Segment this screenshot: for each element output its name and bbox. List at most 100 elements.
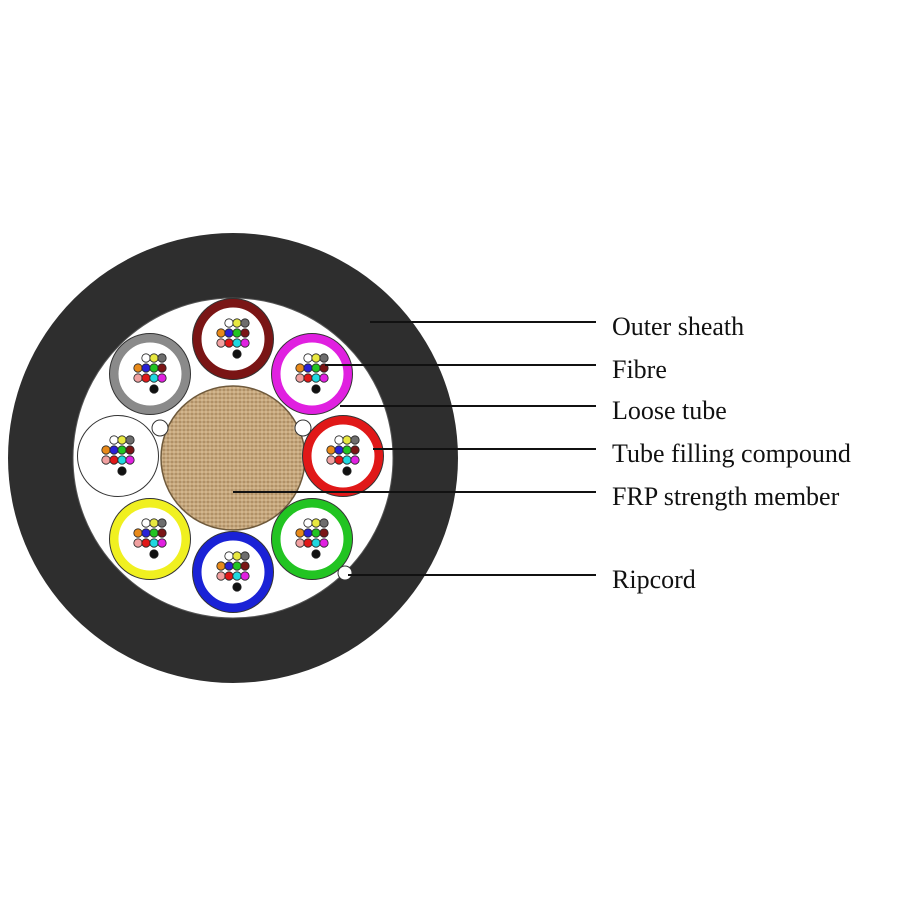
loose-tube-outline: [109, 498, 191, 580]
fibre: [109, 435, 119, 445]
fibre: [149, 538, 159, 548]
fibre: [149, 384, 159, 394]
fibre: [149, 518, 159, 528]
fibre: [311, 549, 321, 559]
loose-tube: [109, 498, 191, 580]
label-fibre: Fibre: [612, 355, 667, 384]
label-ripcord: Ripcord: [612, 565, 696, 594]
fibre: [303, 363, 313, 373]
fibre: [216, 561, 226, 571]
fibre: [232, 571, 242, 581]
loose-tube-ring: [271, 333, 353, 415]
fibre: [326, 445, 336, 455]
loose-tube-ring: [77, 415, 159, 497]
loose-tube: [271, 498, 353, 580]
fibre: [109, 445, 119, 455]
loose-tube: [192, 298, 274, 380]
fibre: [157, 528, 167, 538]
fibre: [350, 445, 360, 455]
fibre: [141, 363, 151, 373]
fibre: [149, 528, 159, 538]
fibre: [303, 528, 313, 538]
fibre: [149, 353, 159, 363]
fibre: [295, 363, 305, 373]
fibre: [133, 363, 143, 373]
fibre: [334, 435, 344, 445]
fibre: [232, 349, 242, 359]
loose-tube: [192, 531, 274, 613]
fibre: [311, 373, 321, 383]
label-outer-sheath: Outer sheath: [612, 312, 744, 341]
fibre: [350, 435, 360, 445]
fibre: [311, 363, 321, 373]
fibre: [216, 328, 226, 338]
fibre: [240, 328, 250, 338]
fibre: [342, 435, 352, 445]
fibre: [342, 445, 352, 455]
fibre: [125, 435, 135, 445]
fibre: [326, 455, 336, 465]
loose-tube-outline: [77, 415, 159, 497]
fibre: [232, 328, 242, 338]
fibre: [141, 538, 151, 548]
loose-tube-outline: [192, 531, 274, 613]
fibre: [141, 353, 151, 363]
fibre: [149, 549, 159, 559]
fibre: [125, 445, 135, 455]
fibre: [311, 538, 321, 548]
fibre: [224, 551, 234, 561]
fibre: [311, 518, 321, 528]
loose-tube-outline: [109, 333, 191, 415]
fibre: [133, 538, 143, 548]
fibre: [303, 518, 313, 528]
fibre: [240, 561, 250, 571]
fibre: [240, 551, 250, 561]
loose-tube-outline: [271, 333, 353, 415]
fibre: [141, 528, 151, 538]
fibre: [240, 318, 250, 328]
fibre: [224, 338, 234, 348]
loose-tube-outline: [192, 298, 274, 380]
fibre: [216, 571, 226, 581]
frp-strength-member: [160, 385, 306, 531]
label-loose-tube: Loose tube: [612, 396, 727, 425]
fibre: [157, 363, 167, 373]
fibre: [240, 338, 250, 348]
fibre: [224, 561, 234, 571]
fibre: [149, 363, 159, 373]
fibre: [117, 435, 127, 445]
filler-white-dot: [294, 419, 312, 437]
fibre: [125, 455, 135, 465]
loose-tube: [109, 333, 191, 415]
fibre: [232, 338, 242, 348]
loose-tube: [271, 333, 353, 415]
fibre: [303, 538, 313, 548]
fibre: [141, 518, 151, 528]
label-frp-strength-member: FRP strength member: [612, 482, 840, 511]
fibre: [319, 373, 329, 383]
fibre: [224, 318, 234, 328]
fibre: [224, 328, 234, 338]
fibre: [133, 373, 143, 383]
loose-tubes-group: [77, 298, 384, 613]
loose-tube-ring: [109, 498, 191, 580]
fibre: [117, 445, 127, 455]
loose-tube-ring: [302, 415, 384, 497]
fibre: [224, 571, 234, 581]
fibre: [117, 455, 127, 465]
fibre: [295, 528, 305, 538]
fibre: [101, 455, 111, 465]
loose-tube-outline: [302, 415, 384, 497]
fibre: [149, 373, 159, 383]
loose-tube-ring: [271, 498, 353, 580]
fibre: [311, 353, 321, 363]
fibre: [141, 373, 151, 383]
fibre: [240, 571, 250, 581]
fibre: [232, 318, 242, 328]
fibre: [232, 561, 242, 571]
fibre: [334, 455, 344, 465]
fibre: [157, 373, 167, 383]
fibre: [342, 466, 352, 476]
fibre: [319, 353, 329, 363]
fibre: [319, 538, 329, 548]
